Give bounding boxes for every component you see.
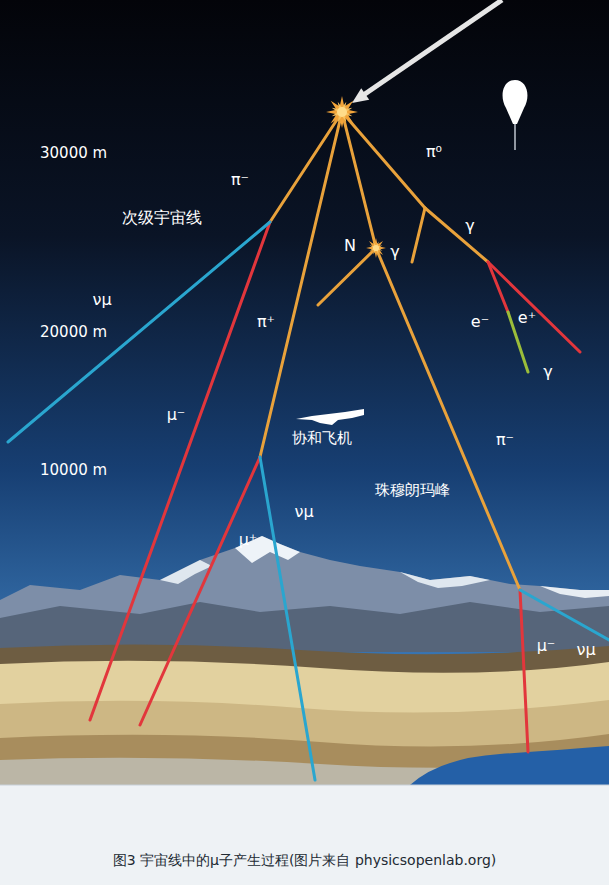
particle-label: γ xyxy=(465,217,474,235)
star-core xyxy=(373,245,379,251)
hills xyxy=(0,602,609,652)
hadron-track xyxy=(318,248,376,305)
region-label: 次级宇宙线 xyxy=(122,209,202,227)
particle-label: μ⁺ xyxy=(239,531,258,549)
electron-track xyxy=(488,262,508,312)
particle-label: νμ xyxy=(576,641,595,659)
star-spikes xyxy=(327,97,356,126)
snow xyxy=(540,586,609,598)
caption-rule xyxy=(0,785,609,786)
particle-label: γ xyxy=(390,243,399,261)
mountain-label: 珠穆朗玛峰 xyxy=(375,482,450,499)
positron-track xyxy=(488,262,580,352)
pion-track xyxy=(376,248,520,590)
star-spikes xyxy=(366,238,386,258)
star-spikes xyxy=(326,96,358,128)
snow xyxy=(400,572,490,588)
particle-label: γ xyxy=(543,363,552,381)
muon-track xyxy=(140,457,260,725)
altitude-label: 10000 m xyxy=(40,462,107,479)
star-spikes xyxy=(367,239,385,257)
altitude-label: 30000 m xyxy=(40,145,107,162)
ground-layer xyxy=(0,734,609,785)
pion-track xyxy=(270,112,342,222)
nucleon-track xyxy=(342,112,376,248)
particle-label: π⁰ xyxy=(426,143,442,161)
pion-track xyxy=(260,112,342,457)
balloon xyxy=(503,80,528,124)
sky xyxy=(0,0,609,785)
collision-star xyxy=(326,96,358,128)
particle-label: e⁻ xyxy=(471,313,489,331)
altitude-label: 20000 m xyxy=(40,324,107,341)
aircraft xyxy=(296,409,364,425)
arrow-head xyxy=(352,88,369,103)
photon-track xyxy=(412,208,425,262)
muon-track xyxy=(520,590,528,752)
particle-label: N xyxy=(344,237,356,255)
particle-label: e⁺ xyxy=(518,309,536,327)
star-core xyxy=(337,107,347,117)
collision-star xyxy=(366,238,386,258)
particle-label: π⁻ xyxy=(231,171,249,189)
particle-label: π⁺ xyxy=(257,313,275,331)
neutrino-track xyxy=(260,457,315,780)
particle-label: νμ xyxy=(92,291,111,309)
aircraft-label: 协和飞机 xyxy=(292,430,352,447)
particle-label: π⁻ xyxy=(496,431,514,449)
caption-panel xyxy=(0,785,609,885)
photon-track xyxy=(425,208,488,262)
neutrino-track xyxy=(8,222,270,442)
particle-label: μ⁻ xyxy=(167,406,186,424)
figure-caption: 图3 宇宙线中的μ子产生过程(图片来自 physicsopenlab.org) xyxy=(10,852,599,869)
particle-label: μ⁻ xyxy=(537,637,556,655)
neutrino-track xyxy=(520,590,609,640)
water xyxy=(410,746,609,785)
primary-ray xyxy=(362,0,502,96)
particle-label: νμ xyxy=(294,503,313,521)
balloon-string xyxy=(514,124,516,150)
